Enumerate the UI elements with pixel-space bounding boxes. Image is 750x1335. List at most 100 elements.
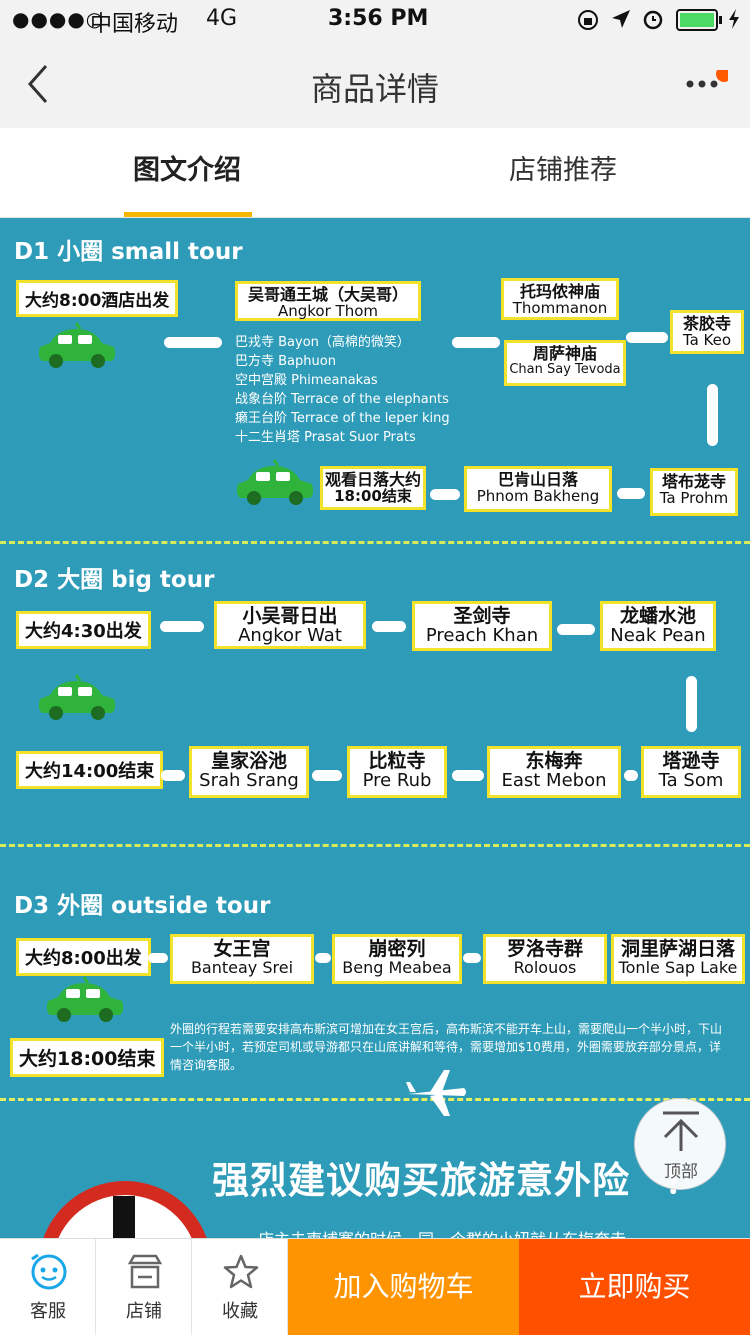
back-to-top-label: 顶部: [664, 1162, 698, 1182]
carrier-name: 中国移动: [90, 12, 179, 37]
stop-zh: 罗洛寺群: [506, 938, 583, 960]
day3-start: 大约8:00出发: [16, 938, 151, 976]
back-to-top-button[interactable]: 顶部: [634, 1098, 726, 1190]
stop-en: Chan Say Tevoda: [509, 361, 621, 377]
connector: [430, 489, 460, 500]
charging-icon: [727, 8, 741, 36]
connector: [707, 384, 718, 446]
stop-sunset-end: 观看日落大约 18:00结束: [320, 466, 426, 510]
day1-title: D1 小圈 small tour: [14, 239, 243, 265]
signal-strength: ●●●●○: [12, 7, 105, 31]
stop-tonle-sap: 洞里萨湖日落 Tonle Sap Lake: [611, 934, 745, 984]
stop-zh: 崩密列: [368, 938, 426, 960]
stop-beng-mealea: 崩密列 Beng Meabea: [332, 934, 462, 984]
back-icon[interactable]: [24, 62, 52, 110]
day2-end: 大约14:00结束: [16, 751, 164, 789]
stop-chau-say-tevoda: 周萨神庙 Chan Say Tevoda: [504, 340, 626, 386]
stop-en: Phnom Bakheng: [476, 486, 600, 505]
connector: [626, 332, 668, 343]
stop-zh: 观看日落大约: [324, 470, 421, 489]
customer-service-label: 客服: [30, 1301, 66, 1322]
stop-zh: 洞里萨湖日落: [620, 938, 735, 960]
stop-en: 18:00结束: [334, 486, 412, 505]
stop-en: Angkor Thom: [277, 301, 378, 320]
stop-zh: 巴肯山日落: [497, 470, 578, 489]
location-icon: [610, 8, 632, 36]
rotation-lock-icon: [576, 8, 600, 38]
day2-title: D2 大圈 big tour: [14, 567, 215, 593]
attraction-item: 十二生肖塔 Prasat Suor Prats: [235, 430, 416, 445]
promo-banner-text: 强烈建议购买旅游意外险: [212, 1159, 630, 1202]
connector: [161, 770, 185, 781]
car-icon: [36, 673, 118, 727]
nav-bar: 商品详情: [0, 40, 750, 128]
stop-thommanon: 托玛侬神庙 Thommanon: [501, 278, 619, 320]
stop-zh: 吴哥通王城（大吴哥）: [247, 285, 408, 304]
tab-active-indicator: [124, 212, 252, 217]
tab-bar: 图文介绍 店铺推荐: [0, 128, 750, 218]
attraction-item: 战象台阶 Terrace of the elephants: [235, 392, 449, 407]
stop-angkor-thom: 吴哥通王城（大吴哥） Angkor Thom: [235, 281, 421, 321]
connector: [463, 953, 481, 963]
stop-en: Angkor Wat: [238, 624, 342, 646]
car-icon: [44, 975, 126, 1029]
stop-en: Rolouos: [513, 957, 577, 977]
stop-angkor-wat: 小吴哥日出 Angkor Wat: [214, 601, 366, 649]
favorite-label: 收藏: [222, 1301, 258, 1322]
day1-start: 大约8:00酒店出发: [16, 280, 179, 317]
stop-east-mebon: 东梅奔 East Mebon: [487, 746, 621, 798]
warning-sign-icon: [40, 1158, 210, 1238]
stop-zh: 东梅奔: [525, 750, 583, 772]
tab-shop-recommend-label: 店铺推荐: [509, 155, 617, 186]
stop-ta-prohm: 塔布茏寺 Ta Prohm: [650, 468, 738, 516]
day3-note: 外圈的行程若需要安排高布斯滨可增加在女王宫后，高布斯滨不能开车上山，需要爬山一个…: [170, 1022, 723, 1072]
connector: [686, 676, 697, 732]
section-divider: [0, 541, 750, 544]
day2-start: 大约4:30出发: [16, 611, 151, 649]
day1-attractions-list: 巴戎寺 Bayon（高棉的微笑） 巴方寺 Baphuon 空中宫殿 Phimea…: [235, 333, 450, 447]
stop-zh: 比粒寺: [368, 750, 426, 772]
attraction-item: 空中宫殿 Phimeanakas: [235, 373, 378, 388]
favorite-button[interactable]: 收藏: [192, 1239, 288, 1335]
buy-now-button[interactable]: 立即购买: [519, 1239, 750, 1335]
shop-icon: [127, 1254, 163, 1289]
connector: [452, 337, 500, 348]
stop-zh: 塔逊寺: [662, 750, 720, 772]
stop-zh: 皇家浴池: [210, 750, 287, 772]
stop-phnom-bakheng: 巴肯山日落 Phnom Bakheng: [464, 466, 612, 512]
stop-en: Neak Pean: [610, 624, 706, 646]
more-icon[interactable]: [684, 66, 732, 102]
customer-service-button[interactable]: 客服: [0, 1239, 96, 1335]
stop-zh: 女王宫: [213, 938, 271, 960]
stop-zh: 塔布茏寺: [661, 472, 726, 491]
network-type: 4G: [206, 6, 238, 31]
bottom-action-bar: 客服 店铺 收藏 加入购物车 立即购买: [0, 1238, 750, 1335]
page-title: 商品详情: [310, 70, 439, 108]
connector: [315, 953, 331, 963]
stop-banteay-srei: 女王宫 Banteay Srei: [170, 934, 314, 984]
stop-pre-rup: 比粒寺 Pre Rub: [347, 746, 447, 798]
tab-graphic-intro-label: 图文介绍: [133, 155, 241, 186]
stop-en: Ta Keo: [682, 330, 732, 349]
stop-preah-khan: 圣剑寺 Preach Khan: [412, 601, 552, 651]
stop-en: Thommanon: [512, 298, 608, 317]
chat-bubble-icon: [31, 1253, 67, 1290]
clock: 3:56 PM: [328, 6, 429, 31]
attraction-item: 巴方寺 Baphuon: [235, 354, 336, 369]
stop-en: Srah Srang: [199, 769, 299, 791]
attraction-item: 巴戎寺 Bayon（高棉的微笑）: [235, 335, 410, 350]
section-divider: [0, 844, 750, 847]
shop-button[interactable]: 店铺: [96, 1239, 192, 1335]
stop-en: Ta Prohm: [659, 488, 729, 507]
stop-en: Ta Som: [658, 769, 724, 791]
stop-en: Tonle Sap Lake: [618, 957, 738, 977]
itinerary-graphic: D1 小圈 small tour 大约8:00酒店出发 吴哥通王城（大吴哥） A…: [0, 218, 750, 1238]
promo-subtext: 店主去柬埔寨的时候，同一个群的小妞就从东梅奔寺: [258, 1226, 626, 1238]
day3-title: D3 外圈 outside tour: [14, 893, 271, 919]
tab-graphic-intro[interactable]: 图文介绍: [64, 128, 310, 218]
add-to-cart-button[interactable]: 加入购物车: [288, 1239, 519, 1335]
connector: [312, 770, 342, 781]
status-bar: ●●●●○ 中国移动 4G 3:56 PM: [0, 0, 750, 40]
connector: [148, 953, 168, 963]
tab-shop-recommend[interactable]: 店铺推荐: [440, 128, 686, 218]
